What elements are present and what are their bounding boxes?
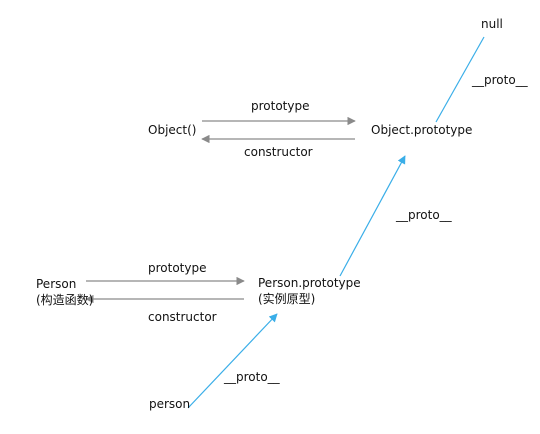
object-constructor-node: Object() (148, 123, 197, 137)
person-prototype-node: Person.prototype (258, 276, 361, 290)
person-prototype-label: prototype (148, 261, 207, 275)
person-prototype-proto-label: __proto__ (396, 208, 452, 222)
object-prototype-label: prototype (251, 99, 310, 113)
person-constructor-node: Person (36, 277, 77, 291)
object-prototype-proto-line (435, 36, 485, 123)
null-node: null (481, 17, 503, 31)
instance-proto-label: __proto__ (224, 370, 280, 384)
person-constructor-label: constructor (148, 310, 217, 324)
person-constructor-note: (构造函数) (36, 293, 94, 307)
person-prototype-note: (实例原型) (258, 292, 316, 306)
person-instance-node: person (149, 397, 191, 411)
object-prototype-proto-label: __proto__ (472, 73, 528, 87)
instance-proto-arrow (187, 313, 278, 409)
person-prototype-proto-arrow (339, 155, 406, 277)
object-prototype-node: Object.prototype (371, 123, 473, 137)
object-constructor-label: constructor (244, 145, 313, 159)
